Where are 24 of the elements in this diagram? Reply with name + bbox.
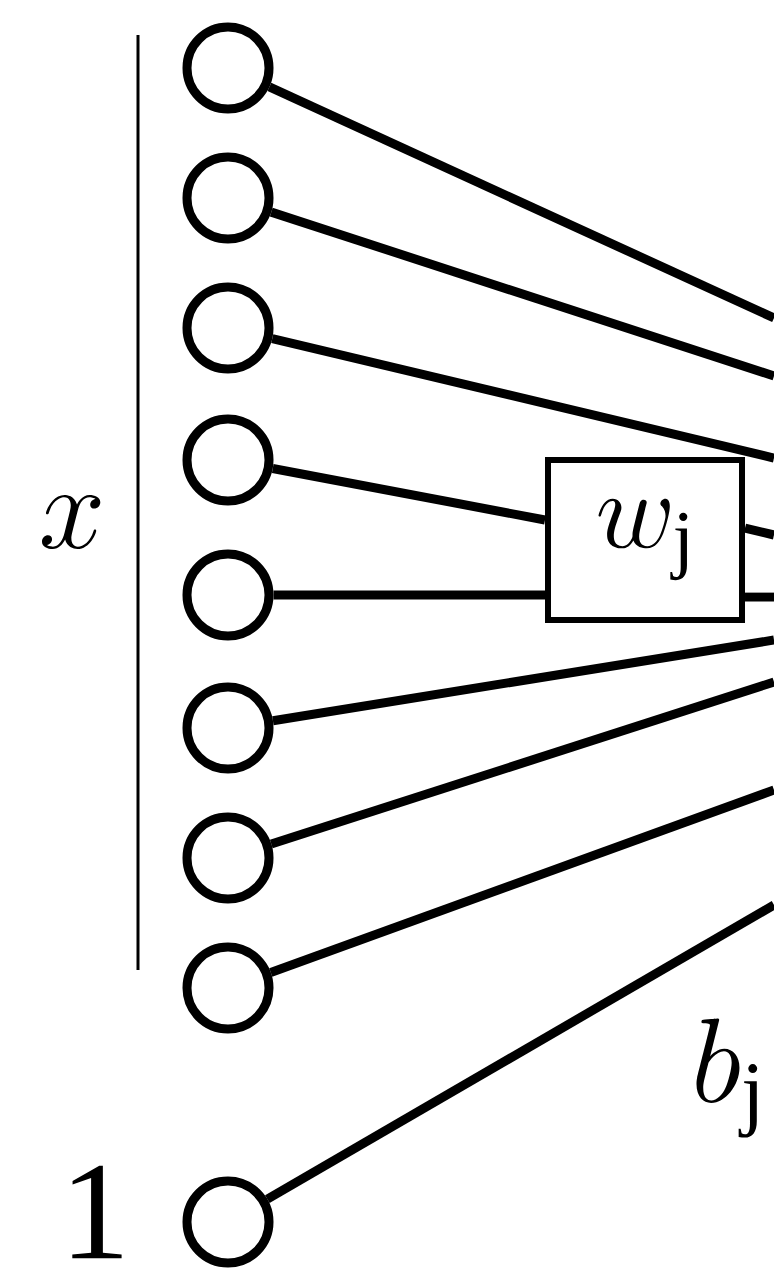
bias-label: $b_{\mathrm{j}}$: [696, 1018, 758, 1138]
circle-node: [182, 942, 274, 1034]
connection-line: [271, 334, 774, 463]
circle-node: [182, 414, 274, 506]
circle-node: [182, 812, 274, 904]
connection-line: [269, 677, 774, 849]
circle-node: [182, 1176, 274, 1268]
weight-box: $w_{\mathrm{j}}$: [545, 457, 745, 623]
connection-line: [273, 590, 545, 600]
connection-line: [743, 523, 774, 540]
connection-line: [271, 464, 546, 525]
connection-line: [745, 592, 774, 602]
circle-node: [182, 682, 274, 774]
circle-node: [182, 549, 274, 641]
vector-label: $x$: [41, 494, 101, 550]
connection-line: [267, 82, 774, 323]
circle-node: [182, 22, 274, 114]
connection-line: [269, 785, 774, 977]
connection-line: [269, 207, 774, 381]
connection-line: [272, 635, 774, 726]
bias-input-label: 1: [72, 1165, 122, 1259]
connection-line: [265, 901, 774, 1204]
circle-node: [182, 282, 274, 374]
circle-node: [182, 152, 274, 244]
